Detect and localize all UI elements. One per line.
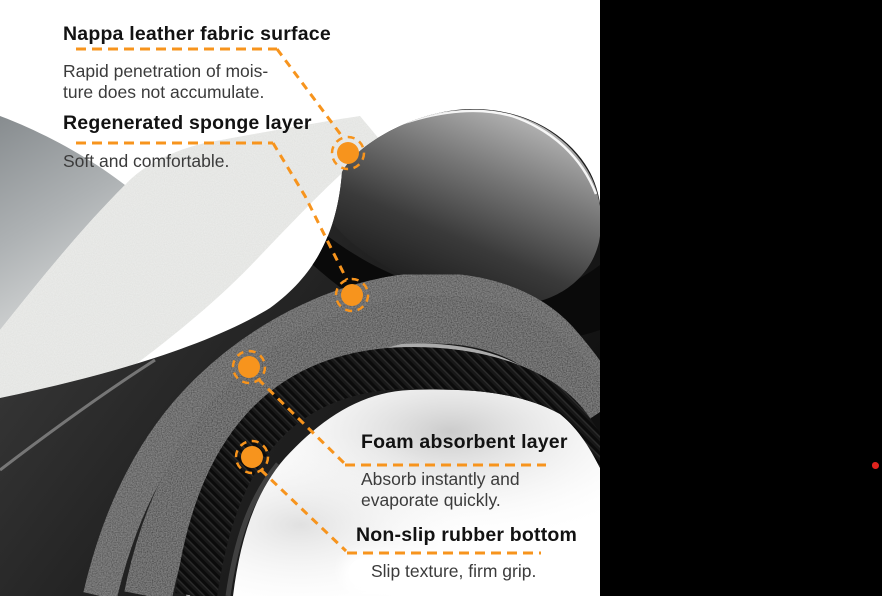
caption-backdrop bbox=[348, 558, 564, 588]
callout-sponge-description: Soft and comfortable. bbox=[63, 151, 230, 171]
callout-foam: Foam absorbent layer Absorb instantly an… bbox=[361, 431, 568, 511]
callout-rubber-description: Slip texture, firm grip. bbox=[371, 561, 537, 581]
callout-nappa: Nappa leather fabric surface Rapid penet… bbox=[63, 23, 331, 103]
red-dot-marker bbox=[872, 462, 879, 469]
callout-nappa-description: Rapid penetration of mois- ture does not… bbox=[63, 61, 269, 102]
callout-foam-description: Absorb instantly and evaporate quickly. bbox=[361, 469, 520, 510]
leather-backside-graphic bbox=[0, 116, 125, 330]
callout-nappa-title: Nappa leather fabric surface bbox=[63, 23, 331, 45]
seam-line-left-graphic bbox=[0, 358, 156, 472]
callout-sponge: Regenerated sponge layer Soft and comfor… bbox=[63, 112, 312, 172]
foam-layer-lower-graphic bbox=[124, 295, 600, 596]
callout-rubber: Non-slip rubber bottom Slip texture, fir… bbox=[356, 524, 577, 582]
callout-rubber-title: Non-slip rubber bottom bbox=[356, 524, 578, 546]
callout-foam-title: Foam absorbent layer bbox=[361, 431, 568, 453]
callout-sponge-title: Regenerated sponge layer bbox=[63, 112, 312, 134]
leather-surface-arch-graphic bbox=[317, 109, 600, 305]
right-black-panel bbox=[600, 0, 882, 596]
